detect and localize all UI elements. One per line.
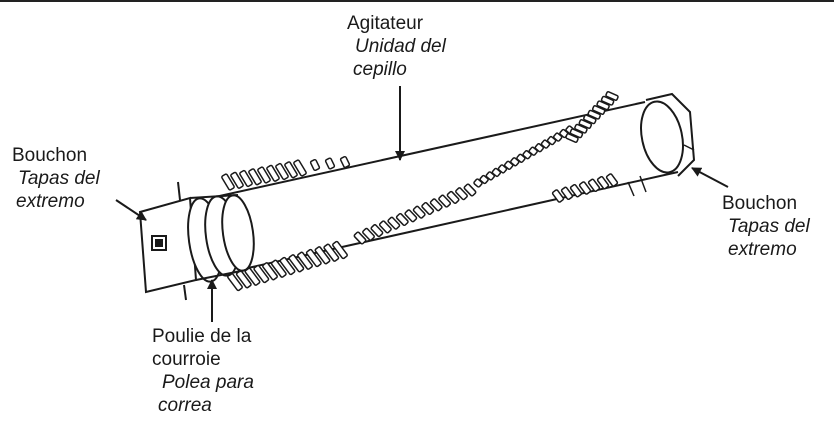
right-cap-label: Bouchon Tapas del extremo: [722, 192, 810, 261]
pulley-label-es-2: correa: [152, 394, 254, 417]
pulley-label: Poulie de la courroie Polea para correa: [152, 325, 254, 417]
right-cap-label-es-1: Tapas del: [722, 215, 810, 238]
left-cap-label-es-1: Tapas del: [12, 167, 100, 190]
left-cap-label-fr: Bouchon: [12, 144, 100, 167]
right-cap-arrow: [692, 168, 728, 187]
agitator-label-fr: Agitateur: [347, 12, 446, 35]
bristle-tuft: [310, 159, 320, 171]
right-cap-label-es-2: extremo: [722, 238, 810, 261]
agitator-label-es-1: Unidad del: [347, 35, 446, 58]
left-cap-arrow: [116, 200, 146, 220]
left-cap-label: Bouchon Tapas del extremo: [12, 144, 100, 213]
brush-roll-body: [215, 94, 694, 268]
right-cap-label-fr: Bouchon: [722, 192, 810, 215]
agitator-label-es-2: cepillo: [347, 58, 446, 81]
left-cap-label-es-2: extremo: [12, 190, 100, 213]
agitator-label: Agitateur Unidad del cepillo: [347, 12, 446, 81]
bristle-tuft: [340, 156, 350, 168]
bristle-tuft: [325, 158, 335, 170]
left-end-cap: [140, 182, 196, 300]
pulley-label-es-1: Polea para: [152, 371, 254, 394]
pulley-label-fr-1: Poulie de la: [152, 325, 254, 348]
pulley-label-fr-2: courroie: [152, 348, 254, 371]
